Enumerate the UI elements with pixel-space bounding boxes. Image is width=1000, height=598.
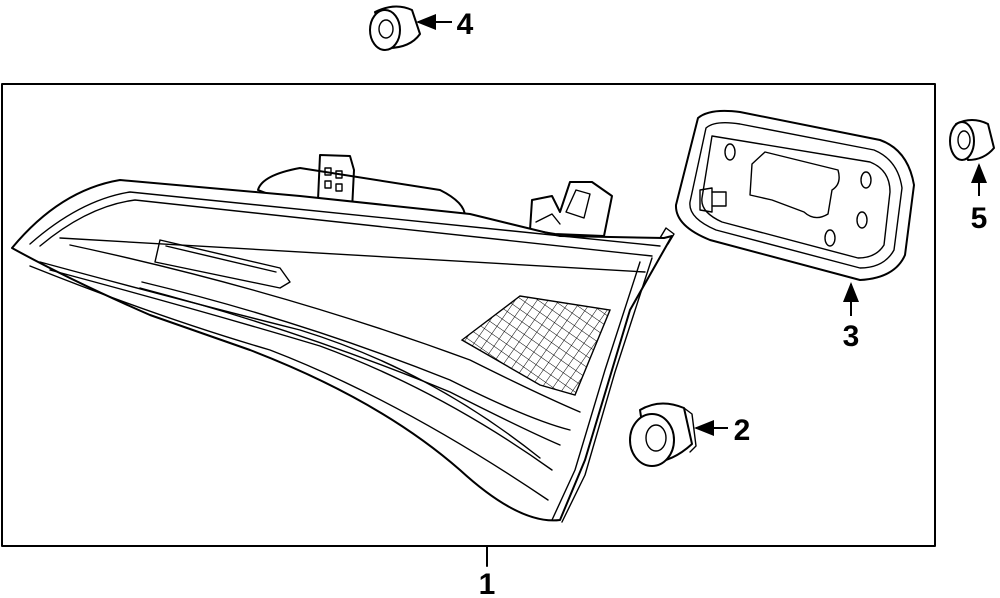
callout-label-1: 1 xyxy=(479,568,496,598)
grommet-top xyxy=(369,5,421,51)
callout-label-2: 2 xyxy=(734,414,751,447)
grommet-right xyxy=(949,119,995,161)
callout-label-4: 4 xyxy=(457,8,474,41)
tail-lamp-housing xyxy=(11,154,675,523)
socket-plug xyxy=(629,402,697,467)
callout-label-3: 3 xyxy=(843,320,860,353)
gasket xyxy=(674,109,915,281)
assembly-frame xyxy=(1,83,936,547)
callout-label-5: 5 xyxy=(971,202,988,235)
